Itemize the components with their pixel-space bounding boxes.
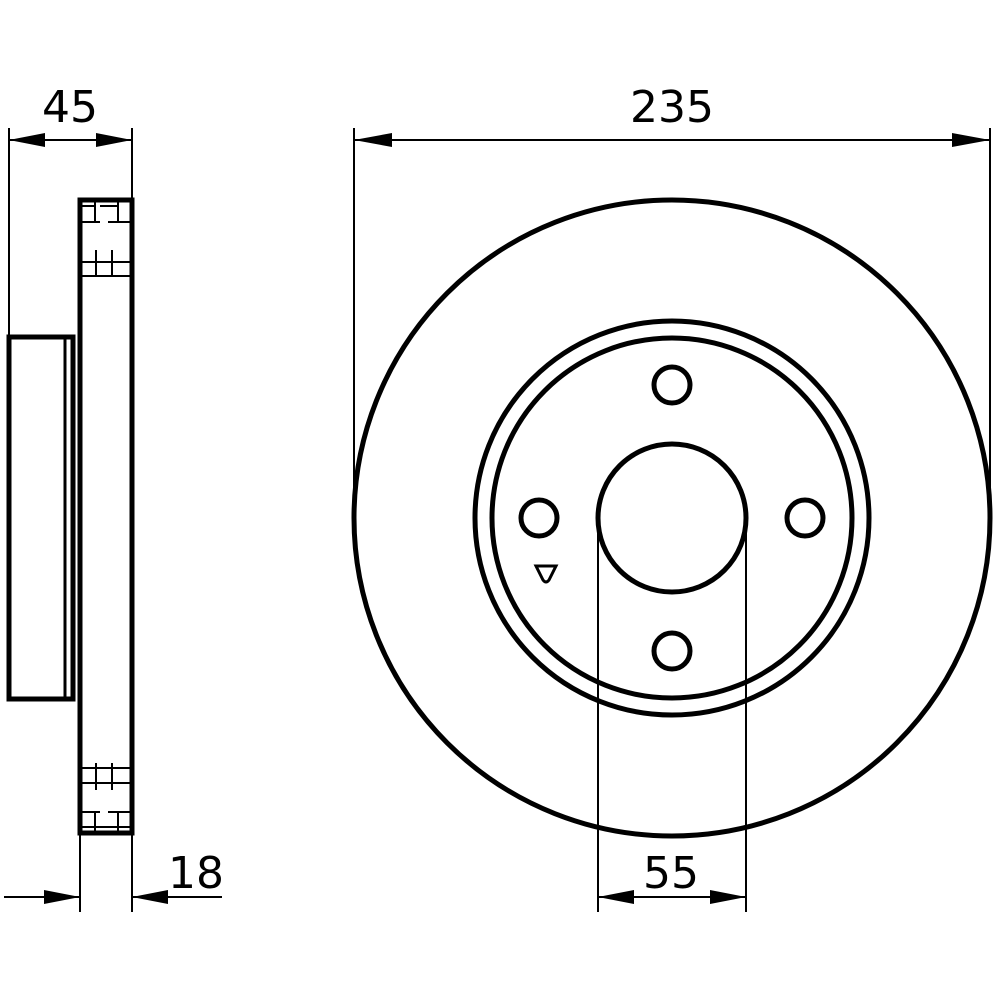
hub-hat-section: [6, 334, 76, 702]
dim-label-outer-diameter: 235: [630, 82, 714, 133]
dim-label-disc-thickness: 18: [168, 848, 224, 899]
dimension-overall-thickness: 45: [8, 82, 133, 337]
dim-label-overall-thickness: 45: [42, 82, 98, 133]
disc-ring-section: [77, 197, 135, 836]
hub-inner-ring: [489, 335, 855, 701]
center-bore: [595, 441, 749, 595]
hub-outer-ring: [472, 318, 872, 718]
side-view: [6, 197, 135, 836]
front-view: [351, 197, 993, 839]
dimension-center-bore: 55: [597, 518, 747, 912]
dim-label-center-bore: 55: [643, 848, 699, 899]
bolt-hole-right: [784, 497, 826, 539]
vent-slots-top: [80, 200, 132, 277]
bolt-hole-top: [651, 364, 693, 406]
dimension-outer-diameter: 235: [353, 82, 991, 505]
vent-slots-bottom: [80, 763, 132, 833]
locating-pin-hole: [533, 564, 559, 584]
bolt-hole-left: [518, 497, 560, 539]
bolt-hole-bottom: [651, 630, 693, 672]
dimension-disc-thickness: 18: [4, 833, 224, 912]
disc-outer-edge: [351, 197, 993, 839]
